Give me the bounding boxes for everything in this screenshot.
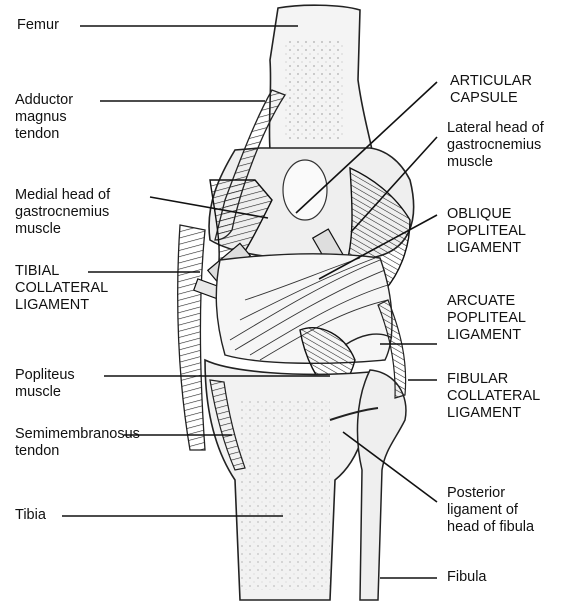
label-arcuate-popliteal-ligament: ARCUATE POPLITEAL LIGAMENT (447, 293, 526, 344)
label-posterior-ligament-head-fibula: Posterior ligament of head of fibula (447, 485, 534, 536)
label-lateral-head-gastrocnemius: Lateral head of gastrocnemius muscle (447, 120, 544, 171)
tibial-collateral-ligament (178, 225, 205, 450)
label-adductor-magnus-tendon: Adductor magnus tendon (15, 92, 73, 143)
label-tibia: Tibia (15, 507, 46, 524)
label-medial-head-gastrocnemius: Medial head of gastrocnemius muscle (15, 187, 110, 238)
label-femur: Femur (17, 17, 59, 34)
label-tibial-collateral-ligament: TIBIAL COLLATERAL LIGAMENT (15, 263, 108, 314)
femur-shading (285, 40, 345, 140)
label-fibula: Fibula (447, 569, 487, 586)
fibula (357, 370, 405, 600)
tibia-texture (240, 400, 330, 590)
label-popliteus-muscle: Popliteus muscle (15, 367, 75, 401)
label-articular-capsule: ARTICULAR CAPSULE (450, 73, 532, 107)
label-oblique-popliteal-ligament: OBLIQUE POPLITEAL LIGAMENT (447, 206, 526, 257)
label-semimembranosus-tendon: Semimembranosus tendon (15, 426, 140, 460)
label-fibular-collateral-ligament: FIBULAR COLLATERAL LIGAMENT (447, 371, 540, 422)
